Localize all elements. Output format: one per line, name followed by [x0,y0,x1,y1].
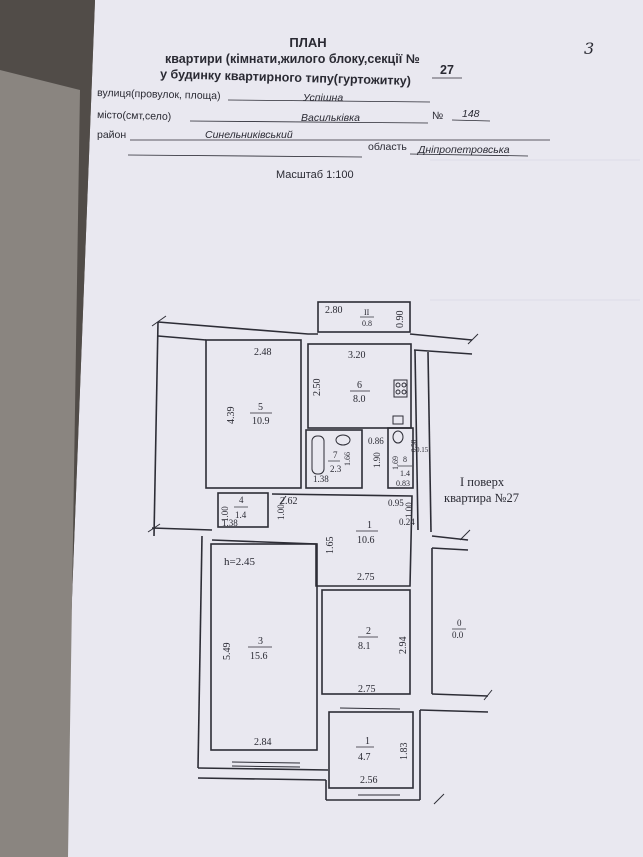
balcony-top: 2.80 [325,305,343,316]
balcony-side: 0.90 [395,311,406,329]
room2-area: 8.1 [358,641,371,652]
room5-area: 10.9 [252,416,270,427]
room6-width: 3.20 [348,350,366,361]
city-value: Васильківка [301,112,360,124]
room5-height: 4.39 [226,407,237,425]
room4-w: 1.38 [222,518,238,528]
city-label: місто(смт,село) [97,109,171,123]
scale-label: Масштаб 1:100 [276,169,354,181]
room8-h: 1.69 [391,456,400,470]
number-label: № [432,110,443,122]
room8-d2: 0.15 [416,446,429,454]
room2-side: 2.94 [398,637,409,655]
room1-d2: 1.00 [404,502,414,518]
floor-plan [151,301,489,801]
room5-num: 5 [258,402,263,413]
room8-num: 8 [403,455,407,464]
room7-h2: 1.90 [372,452,382,468]
room1-num: 1 [367,520,372,531]
region-value: Дніпропетровська [417,144,510,156]
room1-w1: 2.62 [280,496,298,507]
room4-area: 1.4 [235,510,247,520]
other-area: 0.0 [452,630,464,640]
header-line-1: квартири (кімнати,жилого блоку,секції № [165,52,420,66]
room3-bottom: 2.84 [254,737,272,748]
room4-num: 4 [239,495,244,505]
street-value: Успішна [302,92,343,104]
room1-d3: 0.24 [399,517,415,527]
room2-num: 2 [366,626,371,637]
room7-h: 1.66 [343,452,352,466]
room1b-area: 4.7 [358,752,371,763]
room3-area: 15.6 [250,651,268,662]
section-number: 27 [440,63,454,77]
room1-h: 1.65 [325,537,336,555]
street-label: вулиця(провулок, площа) [97,87,221,102]
room8-d1: 0.58 [410,439,418,452]
district-label: район [97,129,126,141]
balcony-num: II [364,308,370,317]
room3-side: 5.49 [222,643,233,661]
room1b-bottom: 2.56 [360,775,378,786]
room2-bottom: 2.75 [358,684,376,695]
page-mark: 3 [584,39,594,58]
room7-area: 2.3 [330,464,342,474]
room8-area: 1.4 [400,469,410,478]
apartment-label: квартира №27 [444,491,519,505]
plan-title: ПЛАН [289,35,326,50]
room4-h2: 1.00 [276,504,286,520]
room1-w2: 2.75 [357,572,375,583]
fixtures [147,315,493,805]
room1b-num: 1 [365,736,370,747]
room3-num: 3 [258,636,263,647]
district-value: Синельниківський [205,129,293,141]
room6-num: 6 [357,380,362,391]
other-num: 0 [457,618,462,628]
room7-w: 1.38 [313,474,329,484]
region-label: область [368,141,407,153]
room6-area: 8.0 [353,394,366,405]
room3-height-label: h=2.45 [224,556,255,568]
room8-w: 0.83 [396,479,410,488]
room1b-side: 1.83 [399,743,410,761]
room5-width: 2.48 [254,347,272,358]
room1-d1: 0.95 [388,498,404,508]
floor-label: I поверх [460,475,505,489]
number-value: 148 [462,108,480,120]
room6-height: 2.50 [312,379,323,397]
room4-h1: 1.00 [220,506,230,522]
room7-d1: 0.86 [368,436,384,446]
room7-num: 7 [333,450,338,460]
room1-area: 10.6 [357,535,375,546]
balcony-area: 0.8 [362,319,372,328]
